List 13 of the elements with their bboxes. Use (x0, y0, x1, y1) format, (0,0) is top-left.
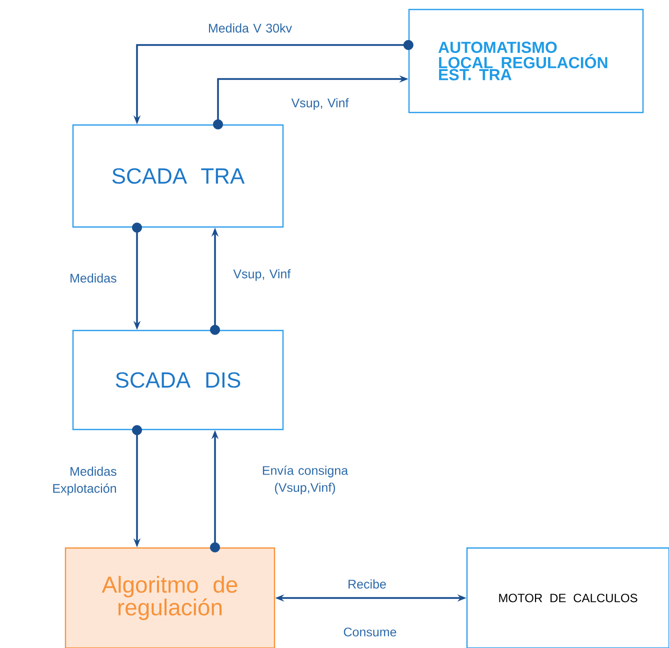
edge-label: Medida V 30kv (208, 23, 292, 33)
text-label: Consume (344, 628, 396, 636)
edge-label: Medidas Explotación (53, 466, 116, 496)
edge-label: Vsup, Vinf (291, 98, 349, 110)
edge-label: Envía consigna (Vsup,Vinf) (262, 466, 348, 494)
process-box: SCADA TRA (72, 124, 284, 228)
process-box: SCADA DIS (72, 330, 284, 430)
calculation-engine-box: MOTOR DE CALCULOS (466, 547, 669, 648)
algorithm-box: Algoritmo de regulación (64, 547, 276, 648)
edge-label: Medidas (70, 273, 116, 283)
edge-label: Vsup, Vinf (233, 269, 291, 281)
controller-box: AUTOMATISMO LOCAL REGULACIÓN EST. TRA (408, 8, 644, 114)
edge-label: Recibe (348, 579, 386, 589)
